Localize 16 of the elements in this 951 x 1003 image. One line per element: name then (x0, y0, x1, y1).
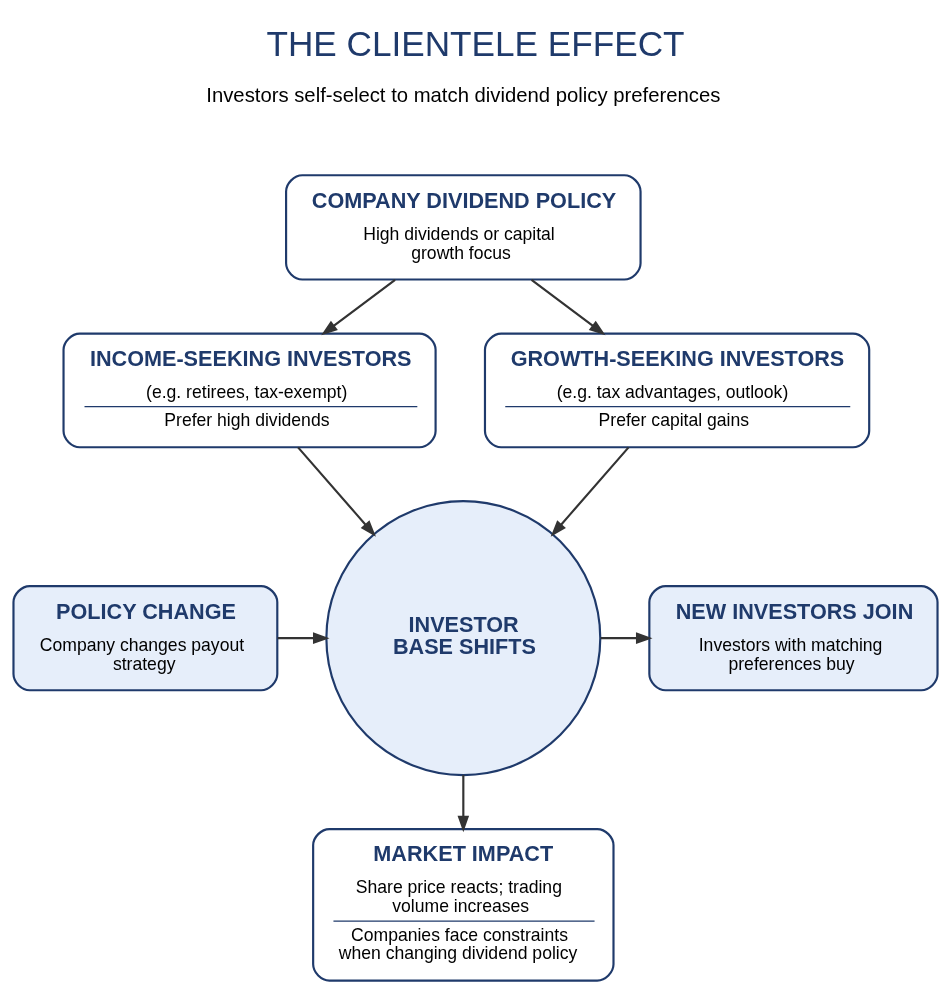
node-box: MARKET IMPACT Share price reacts; trading volume increases Companies face constraints when changing dividend policy (312, 827, 615, 982)
node-box: INCOME-SEEKING INVESTORS (e.g. retirees, tax-exempt) Prefer high dividends (62, 332, 437, 449)
diagram-title: THE CLIENTELE EFFECT (266, 23, 685, 63)
arrow (277, 632, 330, 644)
node-circle: INVESTOR BASE SHIFTS (325, 500, 602, 777)
node-box: GROWTH-SEEKING INVESTORS (e.g. tax advantages, outlook) Prefer capital gains (483, 332, 871, 449)
node-box: COMPANY DIVIDEND POLICY High dividends or capital growth focus (285, 174, 642, 281)
arrow (457, 774, 470, 833)
label: Investors self-select to match dividend policy preferences (206, 83, 721, 106)
node-box: NEW INVESTORS JOIN Investors with matching preferences buy (648, 584, 939, 692)
arrow (530, 279, 606, 336)
arrow (600, 632, 653, 644)
node-box: POLICY CHANGE Company changes payout strategy (12, 584, 279, 692)
arrow (550, 446, 630, 537)
arrow (297, 446, 376, 537)
arrow (321, 279, 396, 336)
